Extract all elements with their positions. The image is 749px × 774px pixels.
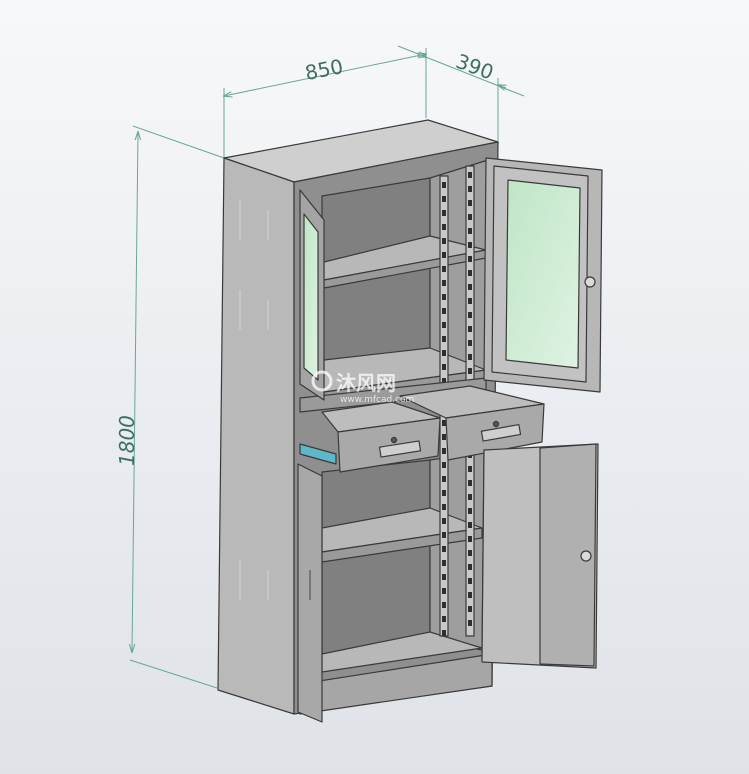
upright-slot [442,630,446,636]
upright-slot [468,186,472,192]
left-drawer-lock [390,436,398,444]
upright-slot [442,490,446,496]
upright-slot [468,522,472,528]
left-drawer[interactable] [321,401,441,473]
upright-slot [468,606,472,612]
watermark: 沐风网 www.mfcad.com [311,370,414,405]
upright-slot [468,172,472,178]
lower-right-door[interactable] [481,443,599,669]
upright-slot [442,420,446,426]
upright-slot [442,560,446,566]
upright-slot [468,256,472,262]
upright-slot [442,616,446,622]
lower-left-door[interactable] [297,463,323,723]
upright-slot [442,588,446,594]
upright-slot [468,550,472,556]
upright-slot [468,312,472,318]
upper-right-glass-door[interactable] [483,157,603,393]
right-drawer-lock [492,420,500,428]
upright-slot [468,368,472,374]
upright-slot [442,350,446,356]
upright-slot [442,322,446,328]
upright-slot [468,200,472,206]
upright-slot [468,466,472,472]
upright-slot [442,210,446,216]
upright-slot [442,294,446,300]
upright-slot [442,574,446,580]
watermark-title: 沐风网 [336,371,396,395]
upright-slot [468,298,472,304]
right-drawer[interactable] [399,385,545,461]
upright-slot [468,340,472,346]
upright-slot [468,270,472,276]
upright-slot [442,224,446,230]
watermark-logo-icon [311,370,333,392]
upright-slot [468,354,472,360]
height-dimension-label: 1800 [115,415,139,466]
upright-slot [468,536,472,542]
upright-slot [468,284,472,290]
upright-slot [442,476,446,482]
upright-slot [442,448,446,454]
upright-slot [442,546,446,552]
upright-slot [442,336,446,342]
upright-slot [442,238,446,244]
watermark-url: www.mfcad.com [340,395,414,405]
upright-slot [442,504,446,510]
upright-slot [468,214,472,220]
right-drawer-label-slot [480,424,522,442]
upright-slot [468,480,472,486]
upper-left-glass-door[interactable] [299,189,325,401]
upright-slot [442,532,446,538]
drawer-slide-rail [299,443,337,465]
doors [297,157,603,723]
upright-slot [442,434,446,440]
upright-slot [468,508,472,514]
upright-slot [442,378,446,384]
upright-slot [442,308,446,314]
upright-slot [442,196,446,202]
upper-right-door-glass [505,179,581,369]
upright-slot [468,242,472,248]
upright-slot [468,564,472,570]
width-dimension-label: 850 [303,54,345,85]
lower-right-door-lock [580,550,592,562]
upright-slot [468,494,472,500]
cabinet-left-side [217,157,295,715]
upright-slot [442,462,446,468]
upright-slot [468,326,472,332]
dimension-lines [130,45,525,689]
left-drawer-label-slot [378,440,422,458]
upright-slot [442,182,446,188]
upright-slot [442,518,446,524]
upright-slot [468,592,472,598]
upper-right-door-lock [584,276,596,288]
upright-slot [442,252,446,258]
depth-dimension-label: 390 [453,49,497,85]
upright-slot [442,280,446,286]
drawers [299,377,545,473]
upright-slot [442,364,446,370]
upright-slot [442,266,446,272]
upright-slot [442,602,446,608]
upright-slot [468,578,472,584]
upright-slot [468,620,472,626]
upright-slot [468,228,472,234]
